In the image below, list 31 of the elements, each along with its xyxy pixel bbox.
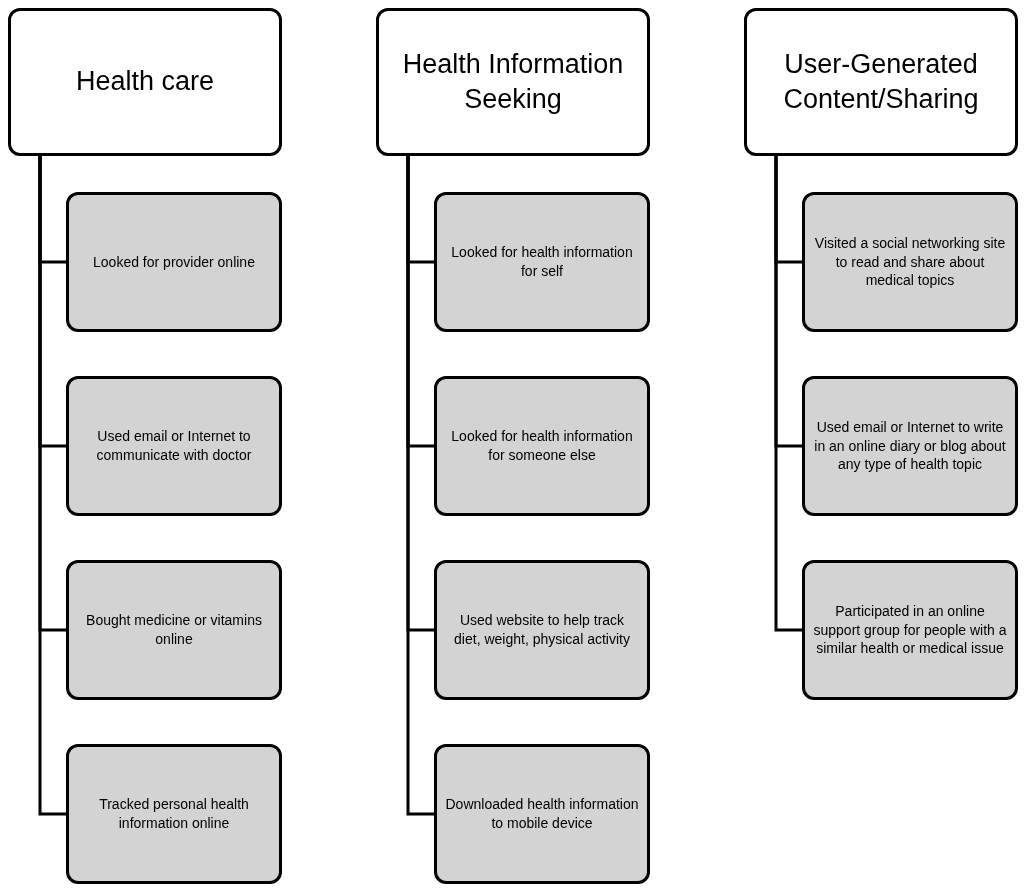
- activity-text: Participated in an online support group for people with a similar health or medical issue: [813, 601, 1007, 659]
- activity-box: [434, 192, 650, 332]
- connector-line: [38, 156, 66, 816]
- activity-box: [66, 560, 282, 700]
- category-box: [376, 8, 650, 156]
- activity-box: [434, 560, 650, 700]
- connector-line: [774, 156, 802, 632]
- category-box: [8, 8, 282, 156]
- activity-box: [434, 744, 650, 884]
- connector-line: [406, 156, 434, 816]
- activity-text: Used email or Internet to write in an online diary or blog about any type of health topic: [813, 417, 1007, 475]
- category-title: Health care: [75, 65, 215, 99]
- category-box: [744, 8, 1018, 156]
- activity-text: Looked for health information for self: [450, 243, 634, 281]
- category-title: Health Information Seeking: [401, 47, 625, 116]
- category-title: User-Generated Content/Sharing: [782, 47, 980, 116]
- activity-box: [802, 376, 1018, 516]
- activity-box: [66, 192, 282, 332]
- activity-text: Bought medicine or vitamins online: [85, 611, 263, 649]
- activity-text: Tracked personal health information online: [98, 795, 250, 833]
- activity-box: [66, 744, 282, 884]
- activity-text: Downloaded health information to mobile device: [445, 795, 639, 833]
- activity-text: Looked for provider online: [93, 252, 255, 272]
- activity-box: [434, 376, 650, 516]
- activity-box: [802, 192, 1018, 332]
- activity-box: [802, 560, 1018, 700]
- activity-box: [66, 376, 282, 516]
- activity-text: Used website to help track diet, weight, physical activity: [453, 611, 631, 649]
- activity-text: Visited a social networking site to read and share about medical topics: [813, 233, 1007, 291]
- activity-text: Looked for health information for someone else: [450, 427, 634, 465]
- activity-text: Used email or Internet to communicate with doctor: [95, 427, 253, 465]
